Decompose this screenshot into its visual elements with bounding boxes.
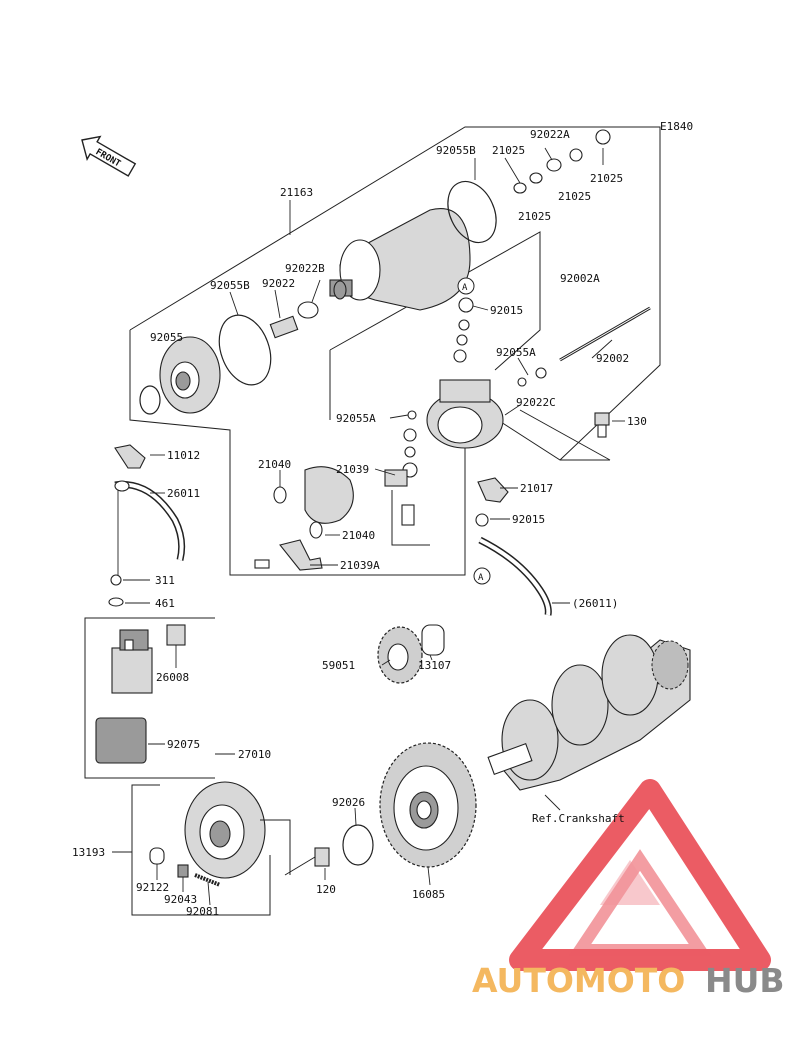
- callout-a-top: [457, 277, 475, 295]
- label-92022a: 92022A: [530, 128, 570, 141]
- label-92122: 92122: [136, 881, 169, 894]
- label-130: 130: [627, 415, 647, 428]
- label-21163: 21163: [280, 186, 313, 199]
- relay-box: [84, 617, 215, 779]
- label-92055a-left: 92055A: [336, 412, 376, 425]
- nut-311: [110, 574, 122, 586]
- idle-gear-59051: [377, 626, 423, 684]
- screw-small: [254, 559, 270, 569]
- label-92015-mid: 92015: [512, 513, 545, 526]
- brush-holder-housing: [426, 379, 504, 449]
- label-92002a: 92002A: [560, 272, 600, 285]
- label-21040-top: 21040: [258, 458, 291, 471]
- label-21040-bot: 21040: [342, 529, 375, 542]
- shaft-13107: [421, 624, 445, 656]
- label-92075: 92075: [167, 738, 200, 751]
- washer-92022: [269, 315, 299, 339]
- label-92015-top: 92015: [490, 304, 523, 317]
- label-92002: 92002: [596, 352, 629, 365]
- label-21025-d: 21025: [518, 210, 551, 223]
- part-labels: 21163 92055B 21025 92022A 21025 21025 21…: [72, 128, 647, 918]
- watermark-logo: [509, 779, 771, 971]
- label-59051: 59051: [322, 659, 355, 672]
- fuse-26008: [166, 624, 186, 646]
- cap-11012: [114, 444, 146, 469]
- o-ring-small: [139, 385, 161, 415]
- label-26011-paren: (26011): [572, 597, 618, 610]
- o-ring-left: [218, 314, 272, 386]
- label-92055: 92055: [150, 331, 183, 344]
- label-26011: 26011: [167, 487, 200, 500]
- small-ring-92055a: [535, 367, 547, 379]
- bolt-130: [594, 412, 610, 438]
- label-13107: 13107: [418, 659, 451, 672]
- brush-21039: [384, 469, 408, 487]
- label-21025-b: 21025: [590, 172, 623, 185]
- label-21017: 21017: [520, 482, 553, 495]
- label-92055a-right: 92055A: [496, 346, 536, 359]
- small-ring-92055a-left: [407, 410, 417, 420]
- label-16085: 16085: [412, 888, 445, 901]
- inner-line-3: [519, 409, 611, 461]
- label-92022: 92022: [262, 277, 295, 290]
- starter-end-cover: [159, 336, 221, 414]
- starter-clutch: [184, 781, 266, 879]
- label-21039: 21039: [336, 463, 369, 476]
- callout-a-bottom-label: A: [478, 573, 484, 583]
- spring-cap-92043: [177, 864, 189, 878]
- label-21025-c: 21025: [558, 190, 591, 203]
- clutch-gear-16085: [379, 742, 477, 868]
- label-92022c: 92022C: [516, 396, 556, 409]
- washer-92026: [342, 824, 374, 866]
- callout-a-bottom: [473, 567, 491, 585]
- label-92043: 92043: [164, 893, 197, 906]
- brush-plate: [273, 466, 354, 539]
- label-461: 461: [155, 597, 175, 610]
- watermark-part1: AUTOMOTO: [472, 961, 685, 1000]
- spring-92081: [194, 873, 221, 887]
- label-92055b-top: 92055B: [436, 144, 476, 157]
- crankshaft: [487, 634, 691, 791]
- front-arrow-icon: FRONT: [81, 135, 137, 177]
- washer-461: [108, 597, 124, 607]
- label-ref-crankshaft: Ref.Crankshaft: [532, 812, 625, 825]
- starter-relay: [111, 629, 153, 694]
- leader-lines: [112, 147, 625, 906]
- brush-21039a: [279, 539, 323, 571]
- label-92026: 92026: [332, 796, 365, 809]
- label-21039a: 21039A: [340, 559, 380, 572]
- diagram-code: E1840: [660, 120, 693, 133]
- label-21025-a: 21025: [492, 144, 525, 157]
- label-311: 311: [155, 574, 175, 587]
- bolt-120: [284, 847, 330, 876]
- callout-a-top-label: A: [462, 283, 468, 293]
- roller-92122: [149, 847, 165, 865]
- label-11012: 11012: [167, 449, 200, 462]
- terminal-bolt: [401, 504, 415, 526]
- clutch-box: [131, 784, 271, 916]
- label-26008: 26008: [156, 671, 189, 684]
- small-ring-92055a-2: [517, 377, 527, 387]
- label-13193: 13193: [72, 846, 105, 859]
- watermark-text: AUTOMOTO HUB: [472, 961, 785, 1000]
- washer-92022b: [297, 301, 319, 319]
- nut-stack: [402, 297, 474, 478]
- label-92022b: 92022B: [285, 262, 325, 275]
- relay-cover-92075: [95, 717, 147, 764]
- label-92081: 92081: [186, 905, 219, 918]
- o-ring-top: [447, 180, 497, 244]
- cap-21017: [477, 477, 509, 503]
- label-27010: 27010: [238, 748, 271, 761]
- nut-92015: [475, 513, 489, 527]
- label-120: 120: [316, 883, 336, 896]
- cable-lug: [114, 480, 130, 492]
- brush-box: [391, 490, 430, 546]
- watermark-part2: HUB: [705, 961, 785, 1000]
- label-92055b-left: 92055B: [210, 279, 250, 292]
- washers-top: [513, 129, 611, 194]
- starter-motor: [329, 208, 471, 311]
